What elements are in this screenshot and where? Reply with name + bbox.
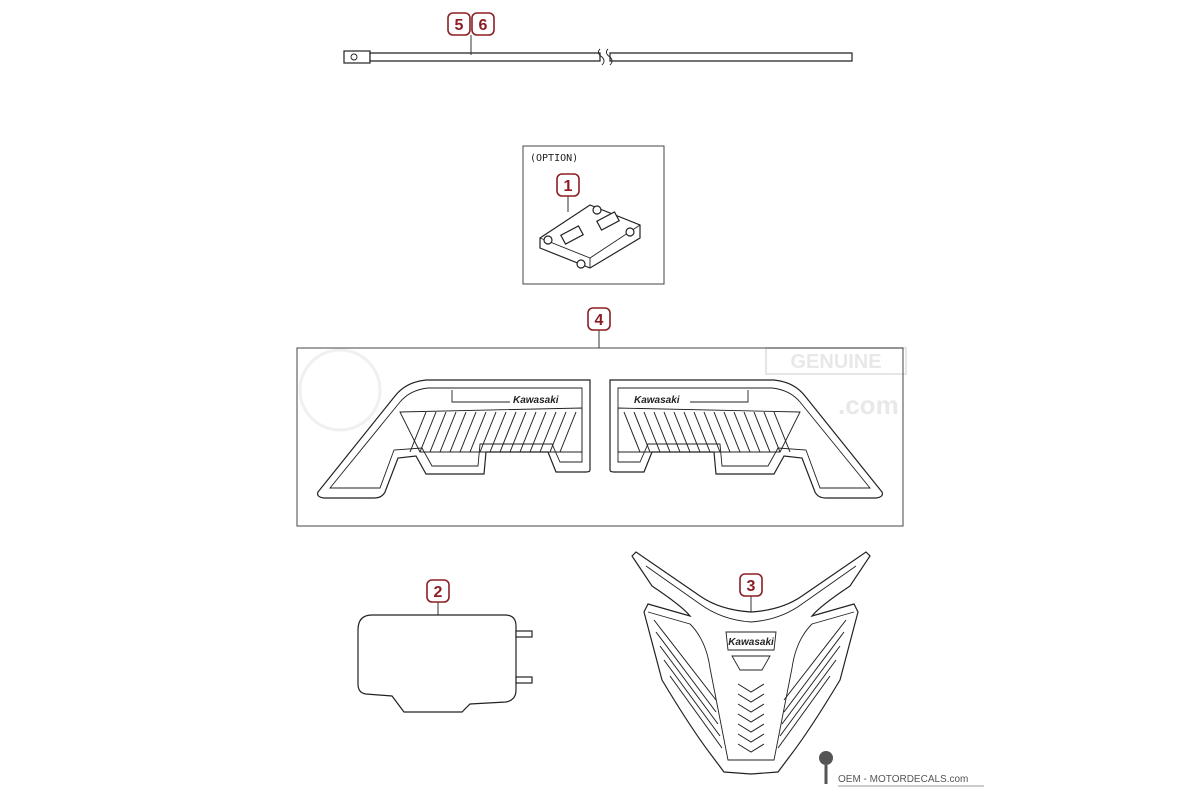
watermark: GENUINE .com <box>298 347 907 432</box>
svg-text:6: 6 <box>479 17 488 34</box>
callout-5: 5 <box>447 12 471 36</box>
svg-text:2: 2 <box>434 584 443 601</box>
svg-text:3: 3 <box>747 578 756 595</box>
mounting-bracket <box>539 204 641 269</box>
tank-pad-left-brand: Kawasaki <box>513 395 559 406</box>
tank-pad-left: Kawasaki <box>317 379 591 499</box>
svg-text:4: 4 <box>595 312 604 329</box>
footer-text: OEM - MOTORDECALS.com <box>838 774 968 785</box>
callout-2: 2 <box>426 579 450 603</box>
tank-pad-right-hatch <box>623 411 791 453</box>
template-sheet <box>357 614 533 713</box>
tank-pad-right: Kawasaki <box>609 379 883 499</box>
center-tank-pad-chevrons <box>737 683 765 753</box>
callout-4: 4 <box>587 307 611 331</box>
part-4-frame <box>296 347 904 527</box>
watermark-url: .com <box>838 390 899 420</box>
tank-pad-right-brand: Kawasaki <box>634 395 680 406</box>
cable-tie <box>343 48 853 66</box>
watermark-logo <box>298 348 382 432</box>
tank-pad-left-hatch <box>409 411 577 453</box>
option-frame <box>522 145 665 285</box>
svg-text:5: 5 <box>455 17 464 34</box>
svg-text:1: 1 <box>564 178 573 195</box>
center-tank-pad-hatch <box>653 619 847 749</box>
callout-3: 3 <box>739 573 763 597</box>
option-label: (OPTION) <box>530 153 578 164</box>
watermark-badge: GENUINE <box>790 351 881 373</box>
center-tank-pad-brand: Kawasaki <box>728 637 774 648</box>
center-tank-pad: Kawasaki <box>631 551 871 775</box>
callout-1: 1 <box>556 173 580 197</box>
footer-logo <box>819 751 833 784</box>
callout-6: 6 <box>471 12 495 36</box>
